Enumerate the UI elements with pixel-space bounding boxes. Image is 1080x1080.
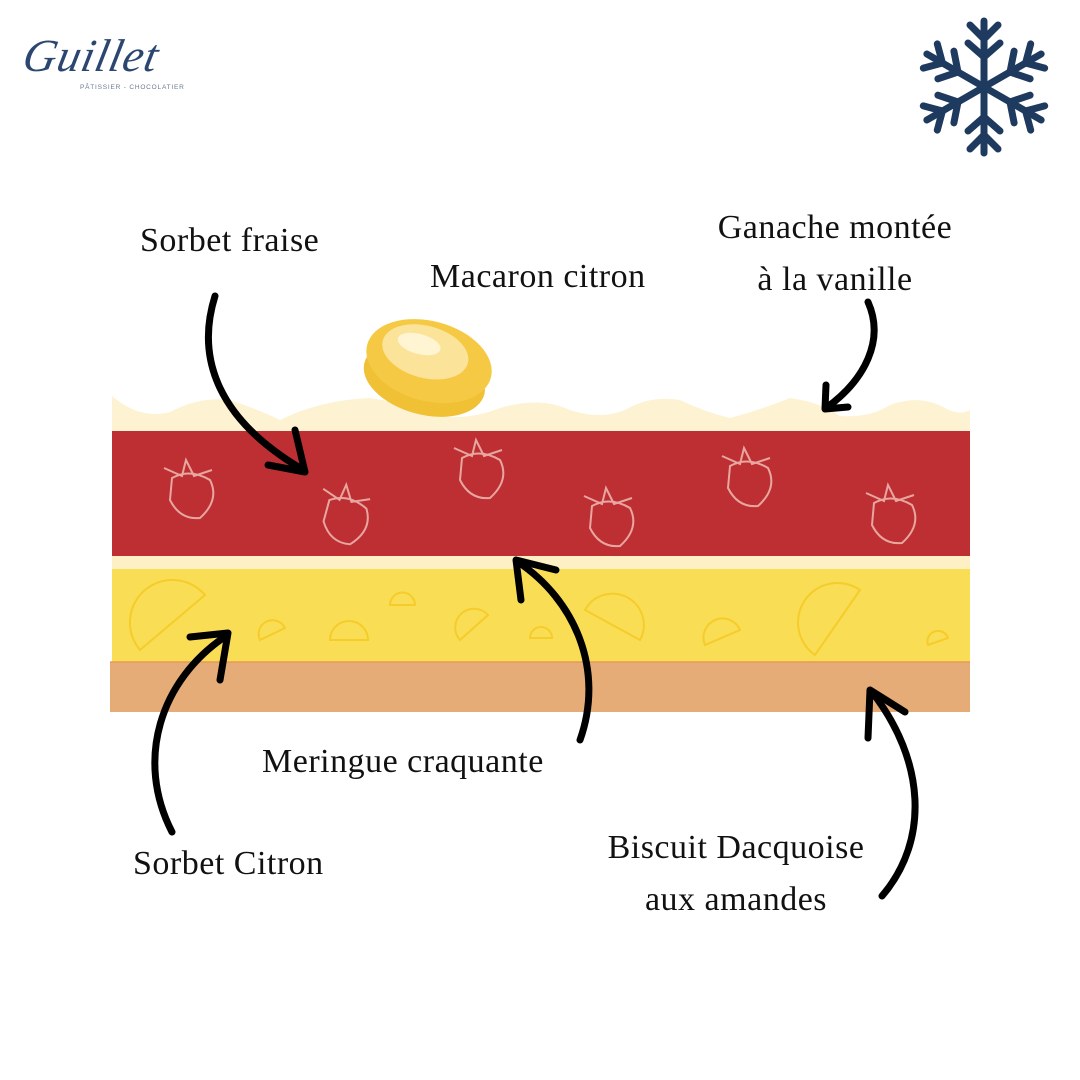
lemon-illustrations <box>128 578 950 657</box>
arrow-sorbet-fraise <box>205 292 309 476</box>
label-ganache: Ganache montée à la vanille <box>700 202 970 306</box>
label-sorbet-citron: Sorbet Citron <box>133 845 324 882</box>
strawberry-illustrations <box>163 437 917 548</box>
arrow-ganache <box>821 298 878 413</box>
label-biscuit-line2: aux amandes <box>644 881 828 918</box>
label-sorbet-fraise: Sorbet fraise <box>140 222 320 259</box>
strawberry-icon <box>865 482 917 545</box>
brand-tagline: PÂTISSIER - CHOCOLATIER <box>80 84 185 91</box>
label-meringue: Meringue craquante <box>262 743 544 780</box>
brand-logo: Guillet <box>18 30 165 81</box>
strawberry-icon <box>583 485 635 548</box>
arrow-biscuit <box>864 686 919 900</box>
macaron-illustration <box>363 319 492 417</box>
label-ganache-line1: Ganache montée <box>717 209 953 246</box>
snowflake-icon <box>919 17 1049 153</box>
biscuit-layer <box>110 662 970 712</box>
label-macaron-citron: Macaron citron <box>430 258 646 295</box>
strawberry-icon <box>322 481 371 546</box>
meringue-layer <box>112 556 970 569</box>
arrow-meringue <box>512 556 593 744</box>
strawberry-icon <box>163 457 215 520</box>
label-biscuit-line1: Biscuit Dacquoise <box>607 829 865 866</box>
arrows <box>151 292 919 900</box>
arrow-sorbet-citron <box>151 629 232 836</box>
cake <box>110 396 970 712</box>
strawberry-icon <box>721 445 773 508</box>
ganache-layer <box>112 396 970 432</box>
strawberry-sorbet-layer <box>112 431 970 556</box>
label-ganache-line2: à la vanille <box>757 261 913 298</box>
label-biscuit: Biscuit Dacquoise aux amandes <box>596 822 876 926</box>
strawberry-icon <box>453 437 505 500</box>
